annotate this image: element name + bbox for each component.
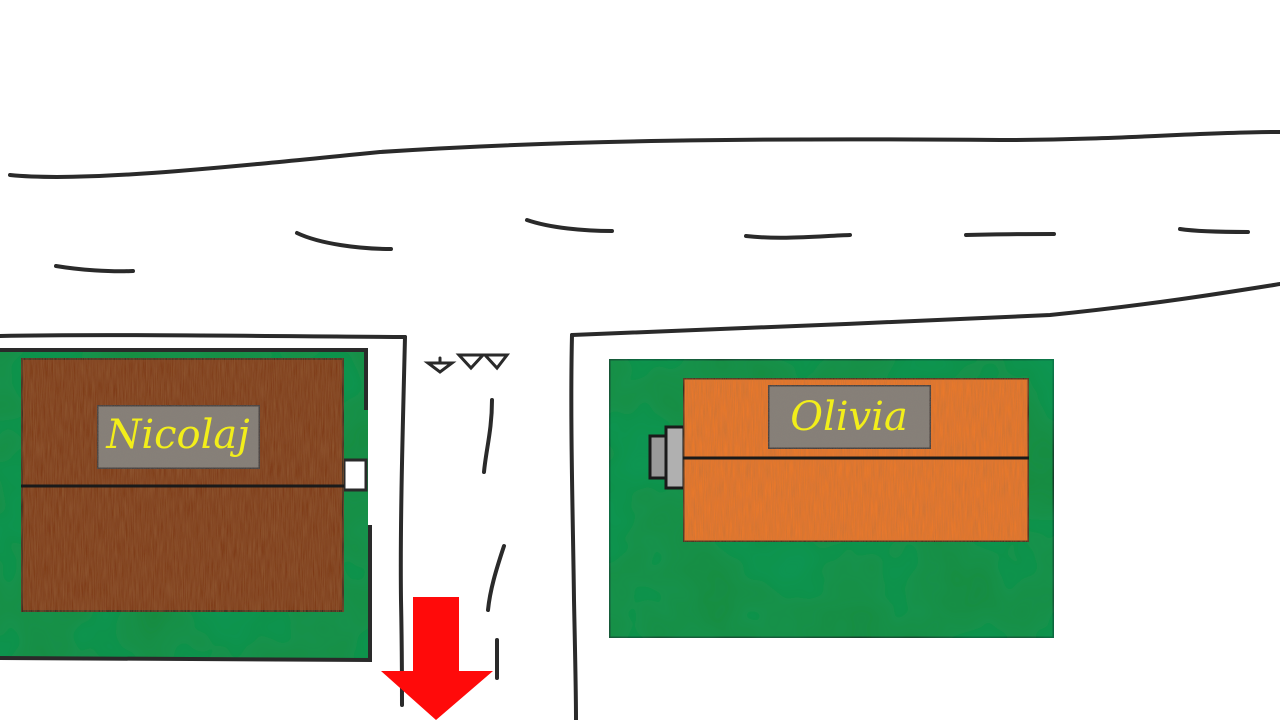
owner-name-olivia: Olivia	[790, 394, 908, 440]
doorstep-inner	[666, 427, 684, 488]
side-street-dash	[484, 400, 492, 472]
side-street-left-edge	[401, 337, 405, 705]
side-street-right-edge	[571, 335, 576, 720]
road-north-edge	[10, 132, 1280, 177]
road	[0, 132, 1280, 337]
name-sign-nicolaj: Nicolaj	[97, 405, 260, 469]
name-sign-olivia: Olivia	[768, 385, 931, 449]
owner-name-nicolaj: Nicolaj	[105, 412, 249, 458]
property-olivia: Olivia	[609, 359, 1054, 638]
lane-dash	[966, 234, 1054, 235]
give-way-markings	[428, 355, 507, 372]
doorstep-icon	[344, 460, 366, 490]
give-way-triangle-icon	[459, 355, 483, 368]
give-way-triangle-icon	[428, 358, 452, 372]
road-south-edge-right	[572, 284, 1280, 335]
lane-dash	[56, 266, 133, 271]
road-south-edge-left	[0, 335, 405, 337]
road-center-dashes	[56, 220, 1248, 271]
lane-dash	[297, 233, 391, 249]
arrow-shape	[381, 597, 493, 720]
give-way-triangle-icon	[485, 355, 507, 368]
lane-dash	[527, 220, 612, 231]
side-street-dash	[488, 546, 504, 610]
property-nicolaj: Nicolaj	[0, 350, 370, 660]
lane-dash	[1180, 229, 1248, 232]
arrow-down-icon	[381, 597, 493, 720]
lane-dash	[746, 235, 850, 238]
doorstep-icon	[650, 427, 684, 488]
